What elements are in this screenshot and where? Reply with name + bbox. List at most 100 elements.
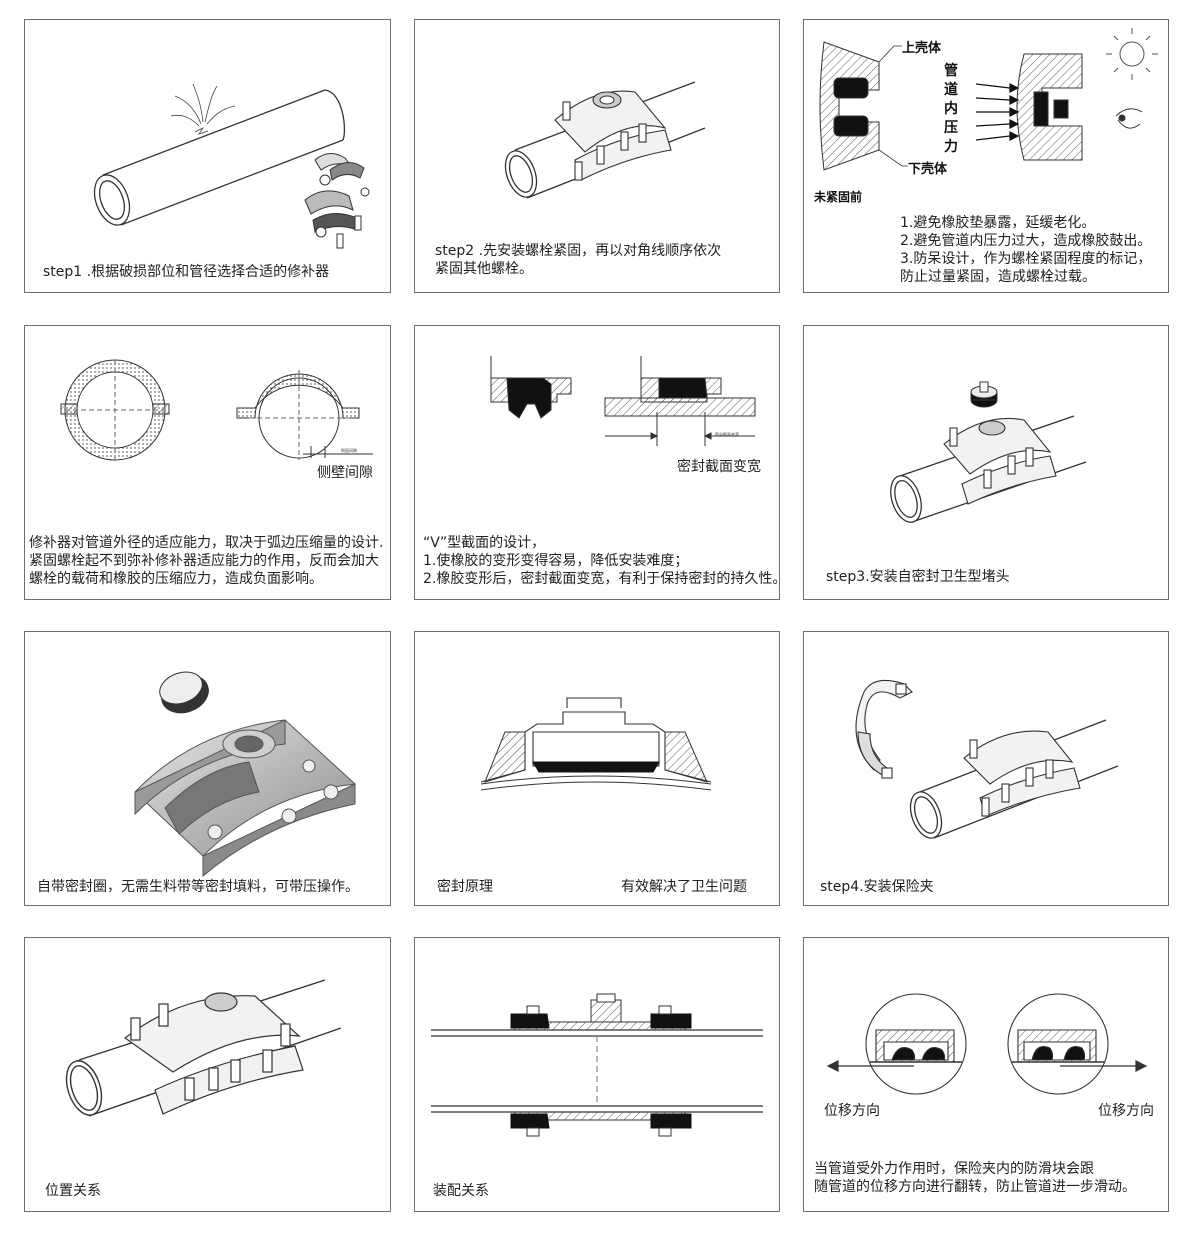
upper-gaskets — [510, 1005, 692, 1029]
panel-caption: 修补器对管道外径的适应能力，取决于弧边压缩量的设计. 紧固螺栓起不到弥补修补器适… — [29, 534, 383, 588]
sun-icon — [1106, 28, 1158, 80]
safety-clip — [855, 679, 913, 779]
panel-self-seal: 自带密封圈，无需生料带等密封填料，可带压操作。 — [24, 631, 391, 906]
left-arrow — [826, 1060, 914, 1072]
plug-icon — [970, 381, 998, 408]
label-lower-shell: 下壳体 — [908, 162, 948, 177]
caption-line: 1.使橡胶的变形变得容易，降低安装难度； — [423, 553, 689, 569]
repair-clamp-parts — [304, 153, 370, 249]
panel-caption: step3.安装自密封卫生型堵头 — [826, 568, 1010, 586]
caption-line: 当管道受外力作用时，保险夹内的防滑块会跟 — [814, 1161, 1094, 1177]
label-before-tightening: 未紧固前 — [814, 190, 863, 204]
panel-caption: 1.避免橡胶垫暴露，延缓老化。 2.避免管道内压力过大，造成橡胶鼓出。 3.防呆… — [900, 214, 1151, 286]
leak-crack — [170, 83, 236, 135]
pressure-char: 内 — [944, 101, 958, 117]
half-ring-section — [236, 370, 373, 460]
v-gasket-after — [604, 356, 756, 446]
label-tiny-note: 密封截面变宽 — [715, 432, 739, 437]
upper-shell — [514, 993, 686, 1031]
pipe-drawing — [890, 415, 1087, 523]
pressure-arrows — [975, 83, 1020, 141]
v-gasket-diagram — [490, 356, 756, 446]
clamp-body — [554, 90, 672, 181]
shell-body — [134, 719, 357, 878]
caption-line: 紧固螺栓起不到弥补修补器适应能力的作用，反而会加大 — [29, 553, 379, 569]
pressure-char: 力 — [944, 139, 958, 155]
caption-line: 随管道的位移方向进行翻转，防止管道进一步滑动。 — [814, 1179, 1136, 1195]
seal-principle-diagram — [480, 697, 712, 791]
gasket-section-diagram — [819, 28, 1158, 171]
caption-line: step3.安装自密封卫生型堵头 — [826, 569, 1010, 585]
eye-icon — [1115, 108, 1143, 129]
right-arrow — [1060, 1060, 1148, 1072]
panel-position: 位置关系 — [24, 937, 391, 1212]
clamp-body — [943, 417, 1057, 505]
panel-caption-left: 密封原理 — [437, 879, 493, 895]
caption-line: 2.橡胶变形后，密封截面变宽，有利于保持密封的持久性。 — [423, 571, 780, 587]
pressure-char: 压 — [944, 120, 958, 136]
panel-step3: step3.安装自密封卫生型堵头 — [803, 325, 1169, 600]
v-gasket-before — [490, 356, 572, 419]
panel-caption: 位置关系 — [45, 1182, 101, 1200]
lower-gaskets — [510, 1113, 692, 1137]
right-zoom-circle — [1007, 993, 1109, 1095]
full-ring-section — [60, 359, 170, 461]
label-tiny-note: 侧面间隙 — [341, 448, 357, 453]
panel-caption: step4.安装保险夹 — [820, 878, 934, 896]
gasket — [532, 761, 660, 773]
panel-caption: 当管道受外力作用时，保险夹内的防滑块会跟 随管道的位移方向进行翻转，防止管道进一… — [814, 1160, 1136, 1196]
panel-seal-principle: 密封原理 有效解决了卫生问题 — [414, 631, 780, 906]
broken-pipe-illustration — [93, 83, 370, 249]
pipe-drawing — [504, 81, 706, 199]
panel-step1: step1 .根据破损部位和管径选择合适的修补器 — [24, 19, 391, 293]
leader-lines — [878, 45, 908, 167]
pressure-char: 管 — [944, 63, 958, 79]
cross-section-diagram — [60, 359, 373, 461]
panel-gasket-design: 上壳体 下壳体 管 道 内 压 力 未紧固前 1.避免橡胶垫暴露，延缓老化。 2… — [803, 19, 1169, 293]
right-shell-section — [1016, 53, 1083, 161]
caption-line: 3.防呆设计，作为螺栓紧固程度的标记， — [900, 251, 1152, 267]
panel-v-section: 密封截面变宽 密封截面变宽 “V”型截面的设计， 1.使橡胶的变形变得容易，降低… — [414, 325, 780, 600]
upper-shell-render — [134, 671, 357, 878]
plug-install-illustration — [890, 381, 1087, 523]
caption-line: step4.安装保险夹 — [820, 879, 934, 895]
pipe-wall — [480, 775, 712, 791]
left-zoom-circle — [865, 993, 967, 1095]
panel-caption: step2 .先安装螺栓紧固，再以对角线顺序依次 紧固其他螺栓。 — [435, 242, 721, 278]
panel-assembly: 装配关系 — [414, 937, 780, 1212]
panel-step4: step4.安装保险夹 — [803, 631, 1169, 906]
label-side-gap: 侧壁间隙 — [317, 465, 373, 481]
assembly-section-diagram — [431, 993, 763, 1137]
panel-caption-right: 有效解决了卫生问题 — [621, 879, 747, 895]
pipe-drawing — [93, 89, 346, 226]
plug-icon — [159, 671, 209, 714]
label-dir-left: 位移方向 — [824, 1103, 880, 1119]
clamp-body — [123, 992, 304, 1115]
caption-line: 螺栓的载荷和橡胶的压缩应力，造成负面影响。 — [29, 571, 323, 587]
pressure-char: 道 — [944, 82, 958, 98]
anti-slip-diagram — [826, 993, 1148, 1095]
outer-flanges — [484, 731, 708, 783]
panel-anti-slip: 位移方向 位移方向 当管道受外力作用时，保险夹内的防滑块会跟 随管道的位移方向进… — [803, 937, 1169, 1212]
caption-line: 2.避免管道内压力过大，造成橡胶鼓出。 — [900, 233, 1152, 249]
panel-adaptability: 侧面间隙 侧壁间隙 修补器对管道外径的适应能力，取决于弧边压缩量的设计. 紧固螺… — [24, 325, 391, 600]
position-relation-illustration — [65, 979, 342, 1117]
caption-line: 装配关系 — [433, 1183, 489, 1199]
pipe-walls — [431, 1029, 763, 1113]
label-seal-widen: 密封截面变宽 — [677, 459, 761, 475]
panel-caption: “V”型截面的设计， 1.使橡胶的变形变得容易，降低安装难度； 2.橡胶变形后，… — [423, 534, 780, 588]
panel-caption: step1 .根据破损部位和管径选择合适的修补器 — [43, 263, 329, 281]
left-shell-section — [819, 41, 880, 171]
caption-line: 自带密封圈，无需生料带等密封填料，可带压操作。 — [37, 879, 359, 895]
label-upper-shell: 上壳体 — [902, 41, 942, 56]
caption-line: 防止过量紧固，造成螺栓过载。 — [900, 269, 1096, 285]
label-internal-pressure: 管 道 内 压 力 — [944, 62, 960, 157]
safety-clip-illustration — [855, 679, 1119, 839]
clamp-body — [963, 730, 1081, 817]
panel-step2: step2 .先安装螺栓紧固，再以对角线顺序依次 紧固其他螺栓。 — [414, 19, 780, 293]
caption-line: step2 .先安装螺栓紧固，再以对角线顺序依次 — [435, 243, 722, 259]
caption-line: 修补器对管道外径的适应能力，取决于弧边压缩量的设计. — [29, 535, 384, 551]
caption-line: 紧固其他螺栓。 — [435, 261, 533, 277]
panel-caption: 装配关系 — [433, 1182, 489, 1200]
clamp-on-pipe-illustration — [504, 81, 706, 199]
